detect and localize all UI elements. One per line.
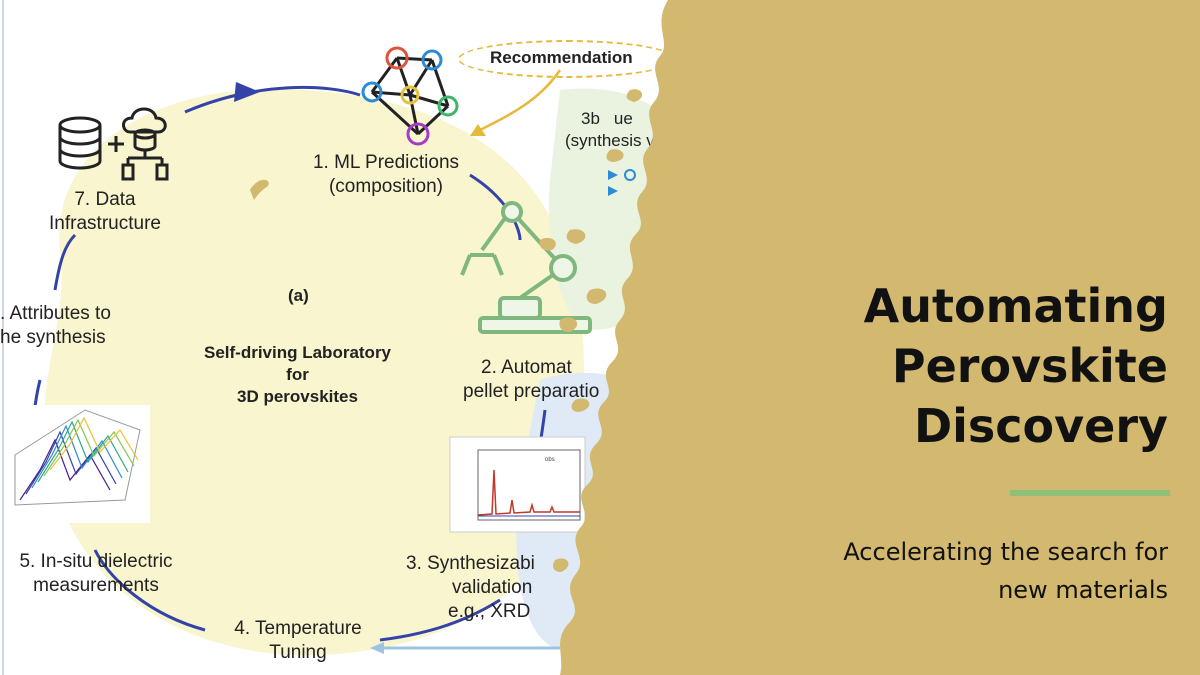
panel-letter: (a) [288,286,309,305]
cycle-arc-bottom [379,598,501,642]
bottom-blue-arrowhead-icon [370,642,384,654]
cycle-arc-bottom-left [93,549,206,632]
slide-subtitle-line: Accelerating the search for [843,538,1168,566]
slide-title: Automating Perovskite Discovery [864,276,1168,456]
step-6-label: . Attributes to he synthesis [0,302,111,350]
step-1-line: 1. ML Predictions [312,152,460,173]
step-3-line: 3. Synthesizabi [406,553,535,574]
torn-edge-shape [560,0,1200,675]
slide-title-line: Discovery [913,399,1168,453]
step-4-label: 4. Temperature Tuning [222,617,374,665]
step-7-label: 7. Data Infrastructure [30,188,180,236]
torn-speckles [250,89,643,612]
recommendation-label: Recommendation [490,48,633,67]
slide-title-line: Automating [863,279,1168,333]
step-4-line: Tuning [269,642,327,663]
step-5-label: 5. In-situ dielectric measurements [6,550,186,598]
recommendation-arrowhead-icon [470,124,486,136]
cycle-arc-left-high [53,233,77,291]
step-2-line: 2. Automat [481,357,572,378]
xrd-legend: obs [545,457,555,463]
dielectric-plot-thumbnail [5,405,150,523]
synthesis-arrows-icon [608,169,636,196]
step-1-label: 1. ML Predictions (composition) [300,151,472,199]
slide-subtitle-line: new materials [998,576,1168,604]
step-4-line: 4. Temperature [234,618,362,639]
center-title: Self-driving Laboratory for 3D perovskit… [180,342,415,408]
step-3-line: validation [452,577,533,598]
step-1-line: (composition) [328,176,444,197]
center-title-line: for [286,365,309,384]
step-2-line: pellet preparatio [463,381,600,402]
step-6-line: . Attributes to [0,303,111,324]
side-note-line: (synthesis v [565,131,655,150]
yellow-blob [44,89,584,656]
step-6-line: he synthesis [0,327,106,348]
step-7-line: Infrastructure [49,213,161,234]
step-3-label: 3. Synthesizabi validation e.g., XRD [406,552,576,624]
accent-divider [1010,490,1170,496]
slide-subtitle: Accelerating the search for new material… [843,533,1168,609]
center-title-line: Self-driving Laboratory [203,343,392,362]
step-5-line: measurements [33,575,159,596]
center-title-line: 3D perovskites [237,387,358,406]
xrd-chart-thumbnail: obs [449,436,586,533]
cycle-arrow [184,85,361,114]
recommendation-arrow [479,69,562,132]
step-7-line: 7. Data [74,189,136,210]
ml-network-icon [361,46,459,146]
step-2-label: 2. Automat pellet preparatio [463,356,599,404]
database-cloud-icon [58,107,169,181]
cycle-arrowhead-icon [234,82,260,102]
step-5-line: 5. In-situ dielectric [19,551,173,572]
step-3-line: e.g., XRD [448,601,531,622]
slide-title-line: Perovskite [891,339,1168,393]
